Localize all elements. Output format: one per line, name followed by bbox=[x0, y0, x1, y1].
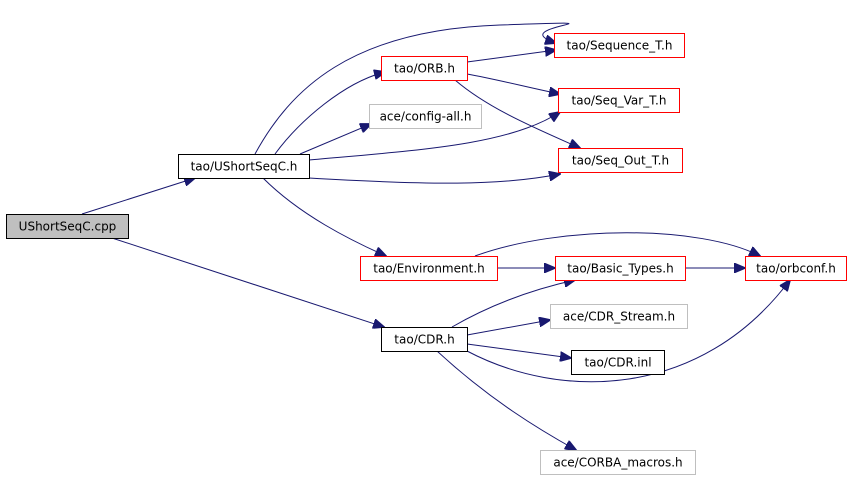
edge-tao-ushortseqc-h-to-tao-seq-out-t-h bbox=[308, 174, 560, 184]
edge-tao-orb-h-to-tao-seq-out-t-h bbox=[454, 79, 580, 148]
node-tao-orb-h[interactable]: tao/ORB.h bbox=[381, 56, 468, 81]
node-tao-basic-types-h[interactable]: tao/Basic_Types.h bbox=[555, 256, 686, 281]
nodes-layer: UShortSeqC.cpp tao/UShortSeqC.h tao/ORB.h a… bbox=[6, 33, 847, 475]
node-label: tao/UShortSeqC.h bbox=[191, 160, 298, 174]
node-label: tao/Environment.h bbox=[373, 262, 485, 276]
node-box bbox=[558, 88, 680, 113]
node-box bbox=[550, 304, 688, 329]
node-box bbox=[555, 256, 686, 281]
node-label: ace/CDR_Stream.h bbox=[563, 310, 675, 324]
node-box bbox=[381, 56, 468, 81]
node-box bbox=[360, 256, 498, 281]
edge-tao-cdr-h-to-tao-basic-types-h bbox=[451, 280, 575, 328]
node-ace-cdr-stream-h[interactable]: ace/CDR_Stream.h bbox=[550, 304, 688, 329]
edge-tao-ushortseqc-h-to-ace-config-all-h bbox=[299, 124, 371, 155]
node-box bbox=[558, 148, 683, 173]
node-tao-cdr-h[interactable]: tao/CDR.h bbox=[381, 327, 468, 352]
node-ushortseqc-cpp[interactable]: UShortSeqC.cpp bbox=[6, 214, 129, 239]
edge-tao-cdr-h-to-tao-cdr-inl bbox=[466, 343, 571, 358]
node-ace-corba-macros-h[interactable]: ace/CORBA_macros.h bbox=[540, 450, 696, 475]
node-box bbox=[6, 214, 129, 239]
node-label: tao/Seq_Var_T.h bbox=[572, 94, 667, 108]
edge-tao-ushortseqc-h-to-tao-sequence-t-h bbox=[254, 22, 570, 155]
edge-ushortseqc-cpp-to-tao-ushortseqc-h bbox=[81, 178, 195, 215]
edge-tao-ushortseqc-h-to-tao-orb-h bbox=[274, 72, 385, 155]
edge-tao-cdr-h-to-tao-orbconf-h bbox=[466, 280, 790, 383]
node-box bbox=[571, 350, 665, 375]
node-label: tao/ORB.h bbox=[394, 62, 455, 76]
node-box bbox=[369, 104, 482, 129]
edge-tao-cdr-h-to-ace-cdr-stream-h bbox=[466, 320, 550, 336]
node-label: tao/orbconf.h bbox=[756, 262, 836, 276]
node-tao-ushortseqc-h[interactable]: tao/UShortSeqC.h bbox=[178, 154, 310, 179]
node-tao-orbconf-h[interactable]: tao/orbconf.h bbox=[745, 256, 847, 281]
edge-tao-cdr-h-to-ace-corba-macros-h bbox=[436, 350, 576, 450]
node-tao-seq-var-t-h[interactable]: tao/Seq_Var_T.h bbox=[558, 88, 680, 113]
edges-layer bbox=[81, 22, 790, 450]
edge-tao-ushortseqc-h-to-tao-seq-var-t-h bbox=[308, 112, 560, 161]
node-label: ace/CORBA_macros.h bbox=[553, 456, 682, 470]
node-box bbox=[381, 327, 468, 352]
edge-tao-orb-h-to-tao-sequence-t-h bbox=[466, 50, 556, 63]
node-tao-seq-out-t-h[interactable]: tao/Seq_Out_T.h bbox=[558, 148, 683, 173]
node-ace-config-all-h[interactable]: ace/config-all.h bbox=[369, 104, 482, 129]
edge-tao-ushortseqc-h-to-tao-environment-h bbox=[262, 177, 386, 256]
node-tao-cdr-inl[interactable]: tao/CDR.inl bbox=[571, 350, 665, 375]
edge-ushortseqc-cpp-to-tao-cdr-h bbox=[111, 237, 384, 327]
node-box bbox=[540, 450, 696, 475]
node-label: tao/Basic_Types.h bbox=[567, 262, 673, 276]
node-label: UShortSeqC.cpp bbox=[19, 220, 117, 234]
node-label: tao/Sequence_T.h bbox=[567, 39, 673, 53]
node-tao-environment-h[interactable]: tao/Environment.h bbox=[360, 256, 498, 281]
node-label: tao/CDR.h bbox=[394, 333, 454, 347]
node-tao-sequence-t-h[interactable]: tao/Sequence_T.h bbox=[554, 33, 685, 58]
node-label: tao/Seq_Out_T.h bbox=[572, 154, 669, 168]
node-label: ace/config-all.h bbox=[380, 110, 472, 124]
node-box bbox=[554, 33, 685, 58]
edge-tao-orb-h-to-tao-seq-var-t-h bbox=[466, 73, 560, 94]
node-label: tao/CDR.inl bbox=[584, 356, 651, 370]
node-box bbox=[178, 154, 310, 179]
edge-tao-environment-h-to-tao-orbconf-h bbox=[474, 232, 760, 256]
node-box bbox=[745, 256, 847, 281]
